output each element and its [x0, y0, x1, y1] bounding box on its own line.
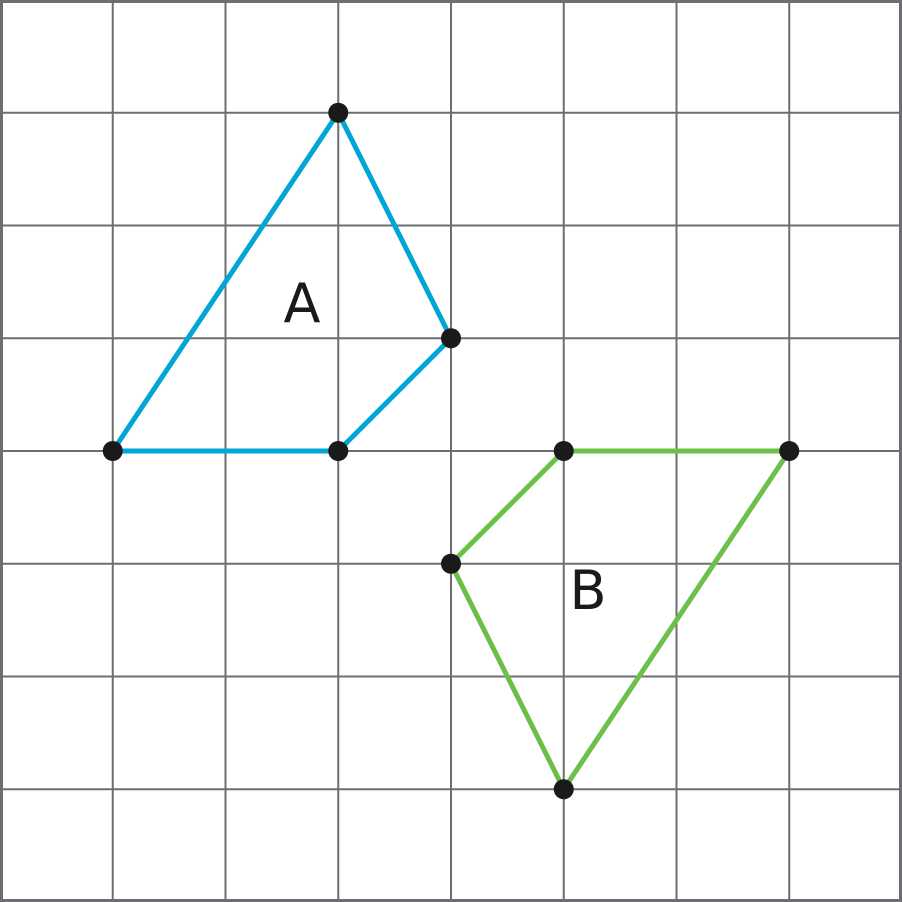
- shape-b-edge: [561, 448, 792, 792]
- shape-b-label: B: [569, 559, 606, 622]
- shape-a-edge: [110, 110, 341, 454]
- shape-b-vertex: [441, 553, 461, 574]
- shape-a: A: [102, 102, 461, 461]
- shape-a-edge: [335, 335, 454, 454]
- shape-a-vertex: [328, 441, 349, 461]
- shape-a-vertex: [441, 328, 461, 349]
- shape-a-label: A: [284, 272, 321, 335]
- shape-a-vertex: [328, 102, 349, 123]
- shapes: AB: [102, 102, 800, 800]
- shape-b-edge: [448, 561, 567, 792]
- shape-a-vertex: [102, 441, 123, 461]
- shape-b-vertex: [553, 779, 574, 800]
- shape-b-vertex: [779, 441, 800, 461]
- shape-b-edge: [448, 448, 567, 567]
- shape-b-vertex: [553, 441, 574, 461]
- shape-a-edge: [335, 110, 454, 341]
- shape-b: B: [441, 441, 800, 800]
